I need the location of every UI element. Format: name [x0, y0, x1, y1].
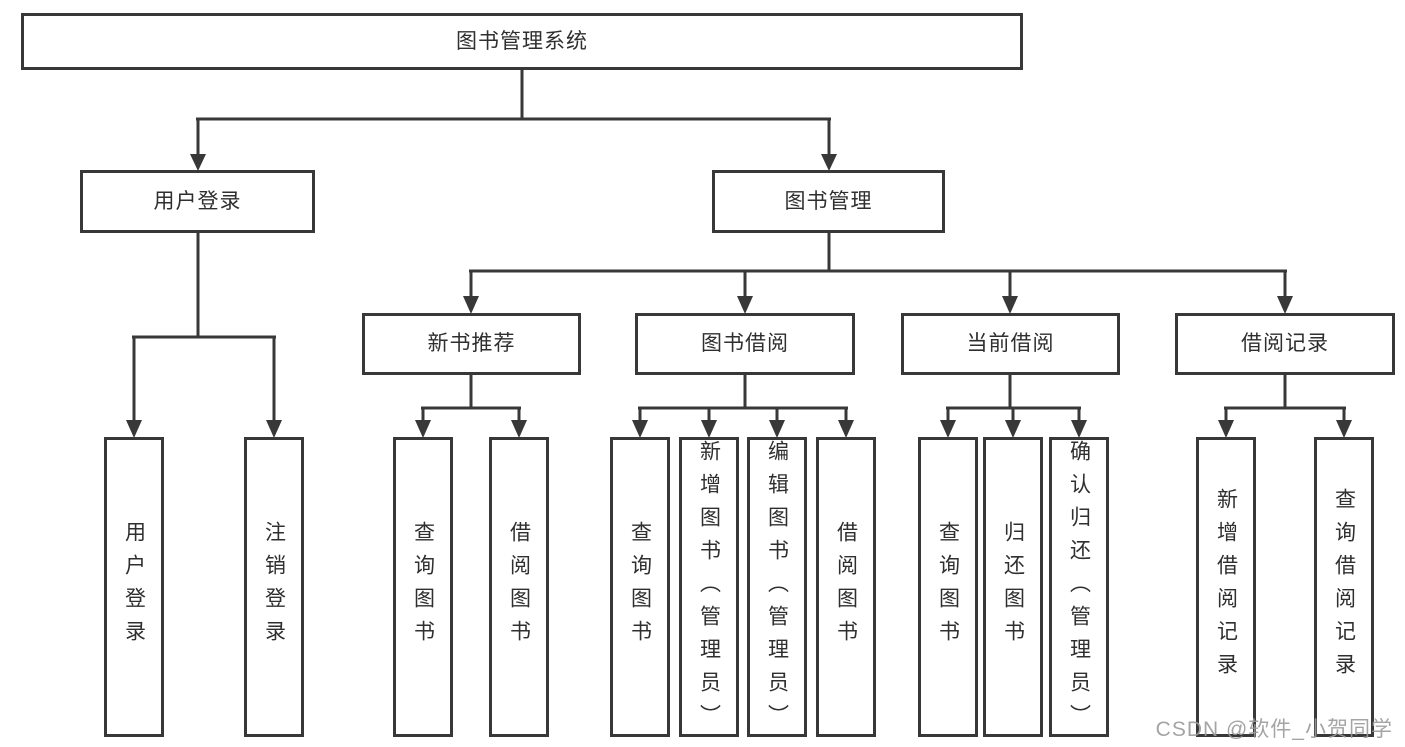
connector-current-borrow-branch	[940, 375, 1087, 438]
node-library-management-system: 图书管理系统	[21, 13, 1023, 70]
node-label: 新增借阅记录	[1214, 488, 1238, 686]
node-book-management: 图书管理	[712, 170, 945, 233]
node-leaf-query-book-borrow: 查询图书	[610, 437, 670, 737]
node-leaf-edit-book-admin: 编辑图书（管理员）	[747, 437, 807, 737]
node-current-borrowing: 当前借阅	[901, 313, 1120, 375]
node-label: 借阅图书	[507, 521, 531, 653]
node-leaf-return-book: 归还图书	[983, 437, 1043, 737]
node-label: 查询借阅记录	[1332, 488, 1356, 686]
connector-root-to-level2	[190, 67, 837, 171]
node-label: 查询图书	[628, 521, 652, 653]
node-leaf-confirm-return-admin: 确认归还（管理员）	[1049, 437, 1109, 737]
node-new-book-recommendation: 新书推荐	[362, 313, 581, 375]
node-label: 图书借阅	[701, 332, 789, 356]
node-label: 编辑图书（管理员）	[765, 440, 789, 737]
node-leaf-user-login: 用户登录	[104, 437, 164, 737]
connector-new-book-branch	[415, 375, 527, 438]
node-label: 图书管理	[784, 189, 873, 213]
node-leaf-query-book-current: 查询图书	[918, 437, 978, 737]
node-label: 注销登录	[262, 521, 286, 653]
node-label: 新增图书（管理员）	[697, 440, 721, 737]
node-leaf-query-borrow-record: 查询借阅记录	[1314, 437, 1374, 737]
node-label: 查询图书	[411, 521, 435, 653]
node-label: 图书管理系统	[456, 29, 588, 53]
csdn-watermark: CSDN @软件_小贺同学	[1155, 718, 1393, 741]
connector-book-management-branch	[463, 233, 1293, 314]
node-label: 新书推荐	[427, 332, 516, 356]
node-leaf-borrow-book-recommend: 借阅图书	[489, 437, 549, 737]
node-label: 确认归还（管理员）	[1067, 440, 1091, 737]
node-borrowing-records: 借阅记录	[1175, 313, 1395, 375]
node-label: 归还图书	[1001, 521, 1025, 653]
node-leaf-add-book-admin: 新增图书（管理员）	[679, 437, 739, 737]
node-label: 查询图书	[936, 521, 960, 653]
node-leaf-query-book-recommend: 查询图书	[393, 437, 453, 737]
node-label: 借阅图书	[834, 521, 858, 653]
connector-borrow-record-branch	[1218, 375, 1352, 438]
node-leaf-logout: 注销登录	[244, 437, 304, 737]
node-label: 当前借阅	[966, 332, 1055, 356]
node-leaf-add-borrow-record: 新增借阅记录	[1196, 437, 1256, 737]
connector-book-borrow-branch	[632, 375, 854, 438]
connector-user-login-branch	[126, 233, 282, 438]
node-label: 用户登录	[122, 521, 146, 653]
node-label: 借阅记录	[1241, 332, 1329, 356]
node-user-login: 用户登录	[80, 170, 315, 233]
node-label: 用户登录	[153, 189, 242, 213]
node-book-borrowing: 图书借阅	[635, 313, 855, 375]
node-leaf-borrow-book: 借阅图书	[816, 437, 876, 737]
